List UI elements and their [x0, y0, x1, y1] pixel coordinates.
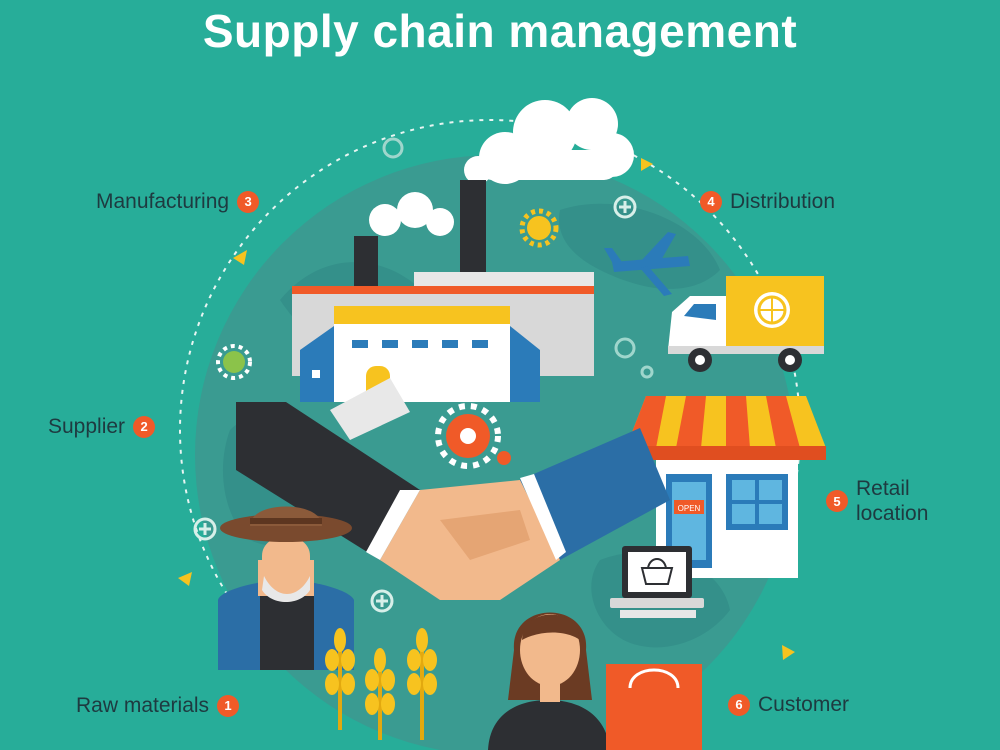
- stage-number-badge: 3: [237, 190, 260, 213]
- stage-label: Retail location: [856, 477, 929, 525]
- handshake-icon: [236, 378, 670, 600]
- stage-label: Distribution: [730, 190, 836, 213]
- stage-distribution: 4 Distribution: [700, 189, 835, 214]
- stage-raw-materials: Raw materials 1: [76, 693, 240, 718]
- stage-number-badge: 6: [728, 693, 750, 716]
- stage-label: Supplier: [48, 415, 126, 438]
- customer-icon: [488, 612, 610, 750]
- gear-icon: [519, 208, 559, 248]
- shop-open-sign: OPEN: [678, 504, 701, 513]
- stage-label: Raw materials: [76, 694, 210, 717]
- gear-icon: [435, 403, 511, 469]
- gear-icon: [382, 137, 654, 379]
- ring-arrow-icon: [178, 572, 192, 586]
- gear-icon: [216, 344, 252, 380]
- farmer-icon: [218, 506, 354, 670]
- factory-icon: [292, 180, 594, 402]
- stage-supplier: Supplier 2: [48, 414, 156, 439]
- shopping-bag-icon: [606, 664, 702, 750]
- stage-number-badge: 4: [700, 190, 722, 213]
- ring-arrow-icon: [641, 158, 653, 171]
- stage-number-badge: 2: [133, 415, 156, 438]
- ring-arrow-icon: [782, 645, 795, 660]
- stage-number-badge: 1: [217, 694, 240, 717]
- stage-label: Customer: [758, 693, 850, 716]
- laptop-icon: [610, 546, 704, 618]
- stage-retail-location: 5 Retail location: [826, 476, 928, 526]
- delivery-truck-icon: [668, 276, 824, 372]
- wheat-icon: [325, 628, 437, 740]
- shop-icon: OPEN: [626, 396, 826, 578]
- stage-customer: 6 Customer: [728, 692, 849, 717]
- plus-icon: [193, 195, 637, 613]
- stage-number-badge: 5: [826, 490, 848, 512]
- page-title: Supply chain management: [202, 5, 798, 57]
- airplane-icon: [604, 232, 690, 296]
- cloud-icon: [369, 98, 634, 236]
- stage-manufacturing: Manufacturing 3: [96, 189, 260, 214]
- ring-arrow-icon: [233, 250, 247, 265]
- stage-label: Manufacturing: [96, 190, 230, 213]
